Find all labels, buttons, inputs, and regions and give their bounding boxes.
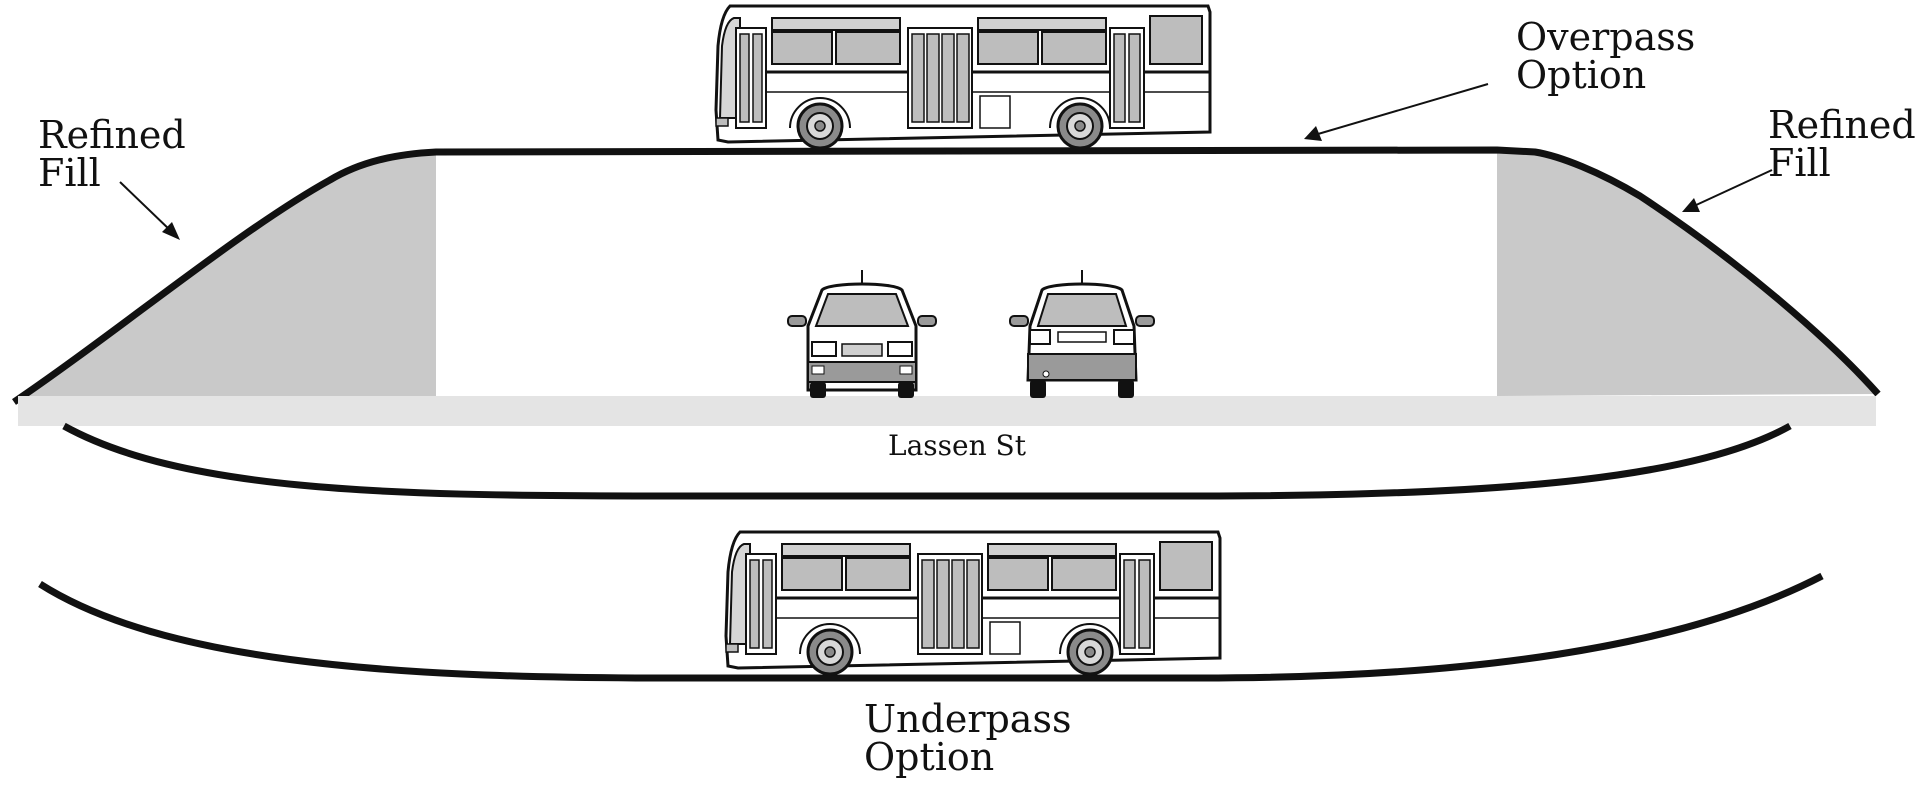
arrow-overpass [1304,83,1489,141]
refined-fill-right-area [1497,152,1878,396]
underpass-option-label: Underpass Option [864,700,1071,776]
overpass-structure [12,146,1881,405]
wheel-icon [1066,628,1114,676]
overpass-option-label: Overpass Option [1516,18,1695,94]
car-front-icon [787,270,937,398]
underpass-option-line1: Underpass [864,697,1072,741]
car-rear-icon [1009,270,1155,398]
refined-fill-left-area [14,154,436,402]
underpass-option-line2: Option [864,735,995,779]
overpass-option-line1: Overpass [1516,15,1696,59]
refined-fill-left-label: Refined Fill [38,116,186,192]
wheel-icon [796,102,844,150]
refined-fill-right-label: Refined Fill [1768,106,1916,182]
overpass-option-line2: Option [1516,53,1647,97]
wheel-icon [806,628,854,676]
refined-fill-left-line1: Refined [38,113,186,157]
refined-fill-left-line2: Fill [38,151,101,195]
lassen-st-roadway [18,396,1876,426]
overpass-profile-line [12,146,1881,405]
wheel-icon [1056,102,1104,150]
bus-icon [724,530,1222,676]
refined-fill-right-line2: Fill [1768,141,1831,185]
refined-fill-right-line1: Refined [1768,103,1916,147]
arrow-refined-fill-left [119,181,180,240]
underpass-profile-line [38,572,1824,682]
bus-icon [714,4,1212,150]
arrow-refined-fill-right [1682,169,1773,212]
roadway-lower-curve [62,422,1792,500]
lassen-st-label: Lassen St [888,429,1026,462]
